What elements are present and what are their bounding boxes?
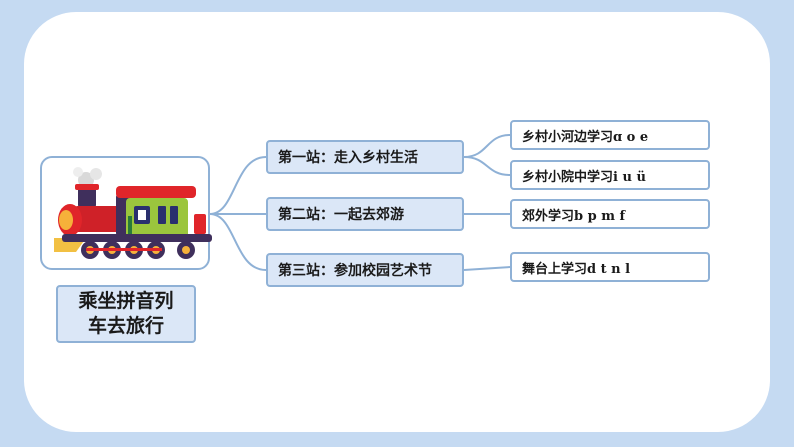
stop-1-2: 乡村小院中学习i u ü bbox=[510, 160, 710, 190]
station-2: 第二站：一起去郊游 bbox=[266, 197, 464, 231]
train-image-box bbox=[40, 156, 212, 270]
station-3: 第三站：参加校园艺术节 bbox=[266, 253, 464, 287]
title-box: 乘坐拼音列车去旅行 bbox=[56, 285, 196, 343]
stop-3-1: 舞台上学习d t n l bbox=[510, 252, 710, 282]
train-illustration bbox=[54, 167, 212, 259]
stop-2-1: 郊外学习b p m f bbox=[510, 199, 710, 229]
stop-1-1: 乡村小河边学习ɑ o e bbox=[510, 120, 710, 150]
page-title: 乘坐拼音列车去旅行 bbox=[78, 290, 174, 337]
station-1: 第一站：走入乡村生活 bbox=[266, 140, 464, 174]
